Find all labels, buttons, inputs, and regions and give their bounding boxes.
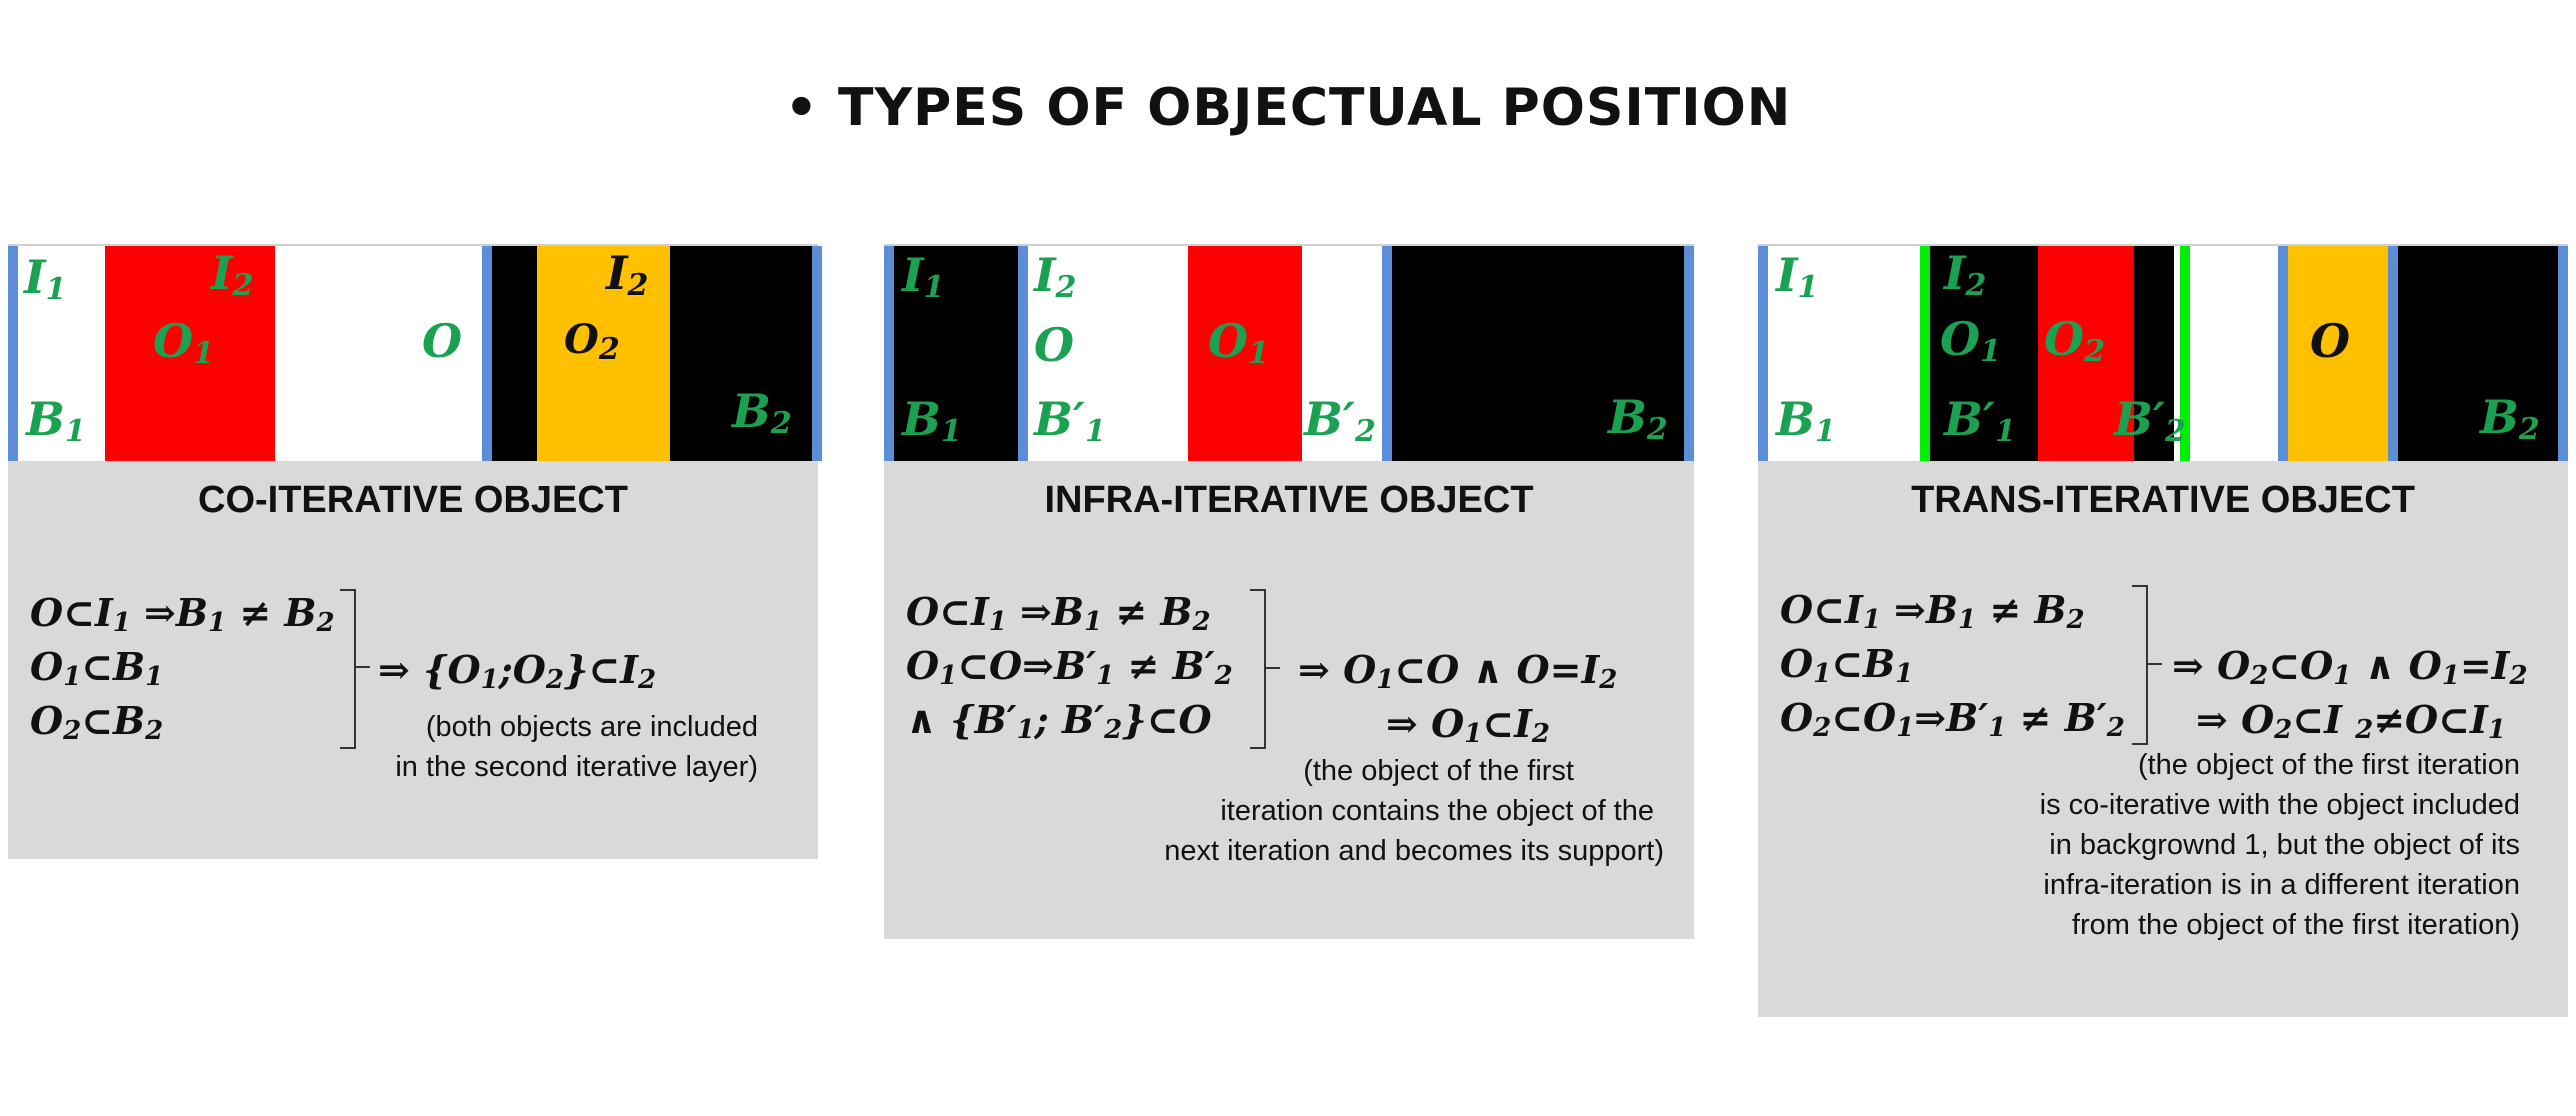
iteration-strip: I1 I2 O1 O2 O B1 B′1 B′2 B2 (1758, 244, 2568, 464)
boundary-bar (482, 246, 492, 461)
yellow-object-block (2288, 246, 2388, 461)
label-i1: I1 (1776, 248, 1819, 305)
label-o1: O1 (1208, 314, 1269, 371)
formula-line: O2⊂B2 (30, 698, 164, 746)
background-2-block (2398, 246, 2558, 461)
boundary-bar (1018, 246, 1028, 461)
label-b1: B1 (26, 392, 86, 449)
result-formula: ⇒ O2⊂O1 ∧ O1=I2 (2172, 643, 2528, 691)
result-formula: ⇒ O1⊂I2 (1386, 701, 1550, 749)
green-boundary-bar (2180, 246, 2190, 461)
label-i2: I2 (1034, 248, 1077, 305)
boundary-bar (1758, 246, 1768, 461)
label-b-prime-2: B′2 (2114, 392, 2186, 449)
boundary-bar (1684, 246, 1694, 461)
boundary-bar (884, 246, 894, 461)
result-formula: ⇒ {O1;O2}⊂I2 (378, 647, 657, 695)
formula-card: TRANS-ITERATIVE OBJECT O⊂I1 ⇒B1 ≠ B2 O1⊂… (1758, 461, 2568, 1017)
formula-line: O2⊂O1⇒B′1 ≠ B′2 (1780, 695, 2125, 743)
explanation-note: (the object of the first iteration is co… (2039, 749, 2520, 941)
red-object-block (105, 246, 275, 461)
label-b2: B2 (732, 384, 792, 441)
result-formula: ⇒ O1⊂O ∧ O=I2 (1298, 647, 1618, 695)
boundary-bar (2388, 246, 2398, 461)
boundary-bar (2278, 246, 2288, 461)
boundary-bar (2558, 246, 2568, 461)
right-brace (340, 589, 356, 749)
label-o: O (1034, 318, 1075, 372)
card-title: CO-ITERATIVE OBJECT (198, 479, 628, 521)
formula-line: O1⊂O⇒B′1 ≠ B′2 (906, 643, 1233, 691)
label-o2: O2 (564, 316, 620, 367)
card-title: INFRA-ITERATIVE OBJECT (1044, 479, 1534, 521)
formula-line: ∧ {B′1; B′2}⊂O (906, 697, 1212, 745)
label-o1: O1 (153, 314, 214, 371)
formula-line: O⊂I1 ⇒B1 ≠ B2 (30, 590, 335, 638)
formula-line: O1⊂B1 (30, 644, 164, 692)
label-b2: B2 (1608, 390, 1668, 447)
boundary-bar (8, 246, 18, 461)
background-1-block (894, 246, 1025, 461)
page-title: • TYPES OF OBJECTUAL POSITION (784, 78, 1792, 138)
label-b-prime-2: B′2 (1304, 392, 1376, 449)
label-o: O (2310, 314, 2351, 368)
formula-line: O⊂I1 ⇒B1 ≠ B2 (1780, 587, 2085, 635)
formula-card: CO-ITERATIVE OBJECT O⊂I1 ⇒B1 ≠ B2 O1⊂B1 … (8, 461, 818, 859)
label-o1: O1 (1940, 312, 2001, 369)
brace-tick (356, 666, 370, 668)
label-i1: I1 (24, 250, 67, 307)
formula-line: O⊂I1 ⇒B1 ≠ B2 (906, 589, 1211, 637)
yellow-object-block (537, 246, 670, 461)
label-i2: I2 (211, 246, 254, 303)
label-o: O (422, 314, 463, 368)
label-b2: B2 (2480, 390, 2540, 447)
boundary-bar (812, 246, 822, 461)
right-brace (2132, 585, 2148, 745)
formula-line: O1⊂B1 (1780, 641, 1914, 689)
background-2-block (1392, 246, 1688, 461)
red-object-block (1188, 246, 1302, 461)
explanation-note: (the object of the first iteration conta… (1164, 755, 1664, 867)
iteration-strip: I1 I2 O1 O I2 O2 B1 B2 (8, 244, 822, 461)
explanation-note: (both objects are included in the second… (395, 711, 758, 783)
brace-tick (2148, 663, 2162, 665)
red-object-block (2038, 246, 2134, 464)
panel-infra-iterative: I1 I2 O O1 B1 B′1 B′2 B2 INFRA-ITERATIVE… (884, 244, 1694, 939)
label-i1: I1 (902, 248, 945, 305)
right-brace (1250, 589, 1266, 749)
iteration-strip: I1 I2 O O1 B1 B′1 B′2 B2 (884, 244, 1694, 461)
green-boundary-bar (1920, 246, 1930, 461)
label-b1: B1 (902, 392, 962, 449)
label-b1: B1 (1776, 392, 1836, 449)
formula-card: INFRA-ITERATIVE OBJECT O⊂I1 ⇒B1 ≠ B2 O1⊂… (884, 461, 1694, 939)
label-o2: O2 (2044, 312, 2105, 369)
label-b-prime-1: B′1 (1034, 392, 1106, 449)
boundary-bar (1382, 246, 1392, 461)
panel-co-iterative: I1 I2 O1 O I2 O2 B1 B2 CO-ITERATIVE OBJE… (8, 244, 822, 859)
result-formula: ⇒ O2⊂I 2≠O⊂I1 (2196, 697, 2506, 745)
brace-tick (1266, 667, 1280, 669)
label-i2: I2 (1944, 246, 1987, 303)
panel-trans-iterative: I1 I2 O1 O2 O B1 B′1 B′2 B2 TRANS-ITERAT… (1758, 244, 2568, 1017)
card-title: TRANS-ITERATIVE OBJECT (1911, 479, 2415, 521)
label-i2-dark: I2 (606, 246, 649, 303)
label-b-prime-1: B′1 (1944, 392, 2016, 449)
